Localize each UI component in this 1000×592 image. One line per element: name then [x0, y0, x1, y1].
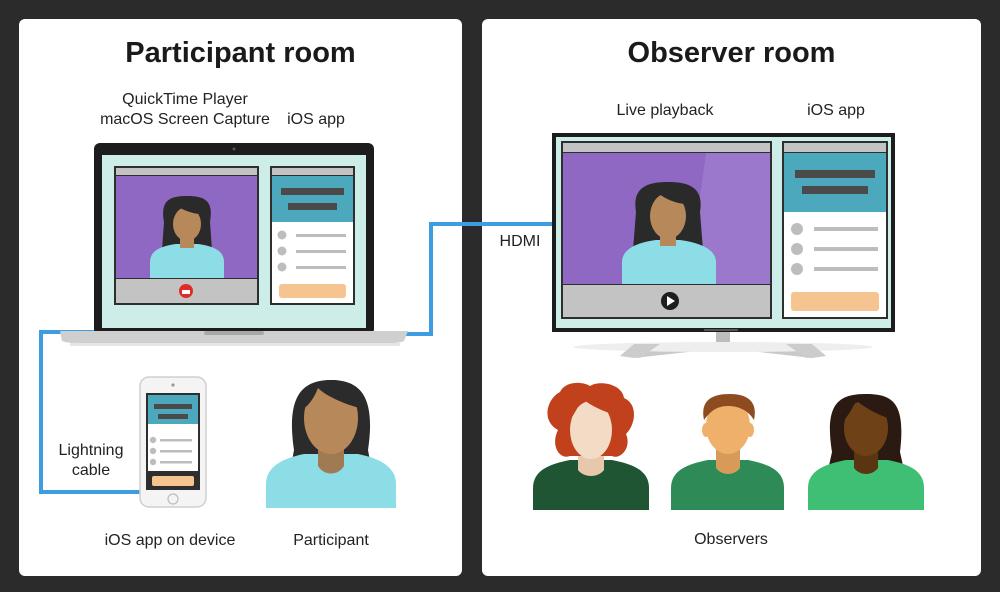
- laptop-icon: [60, 143, 408, 346]
- participant-avatar: [266, 380, 396, 508]
- observer-avatar: [671, 394, 784, 510]
- observer-room-title: Observer room: [627, 37, 836, 69]
- cable-label: cable: [71, 462, 111, 479]
- observer-avatar: [533, 382, 649, 510]
- screen-capture-label: macOS Screen Capture: [100, 111, 270, 128]
- laptop-ios-app-label: iOS app: [287, 111, 345, 128]
- hdmi-cable: [403, 222, 552, 336]
- tv-icon: [552, 133, 895, 358]
- quicktime-label: QuickTime Player: [122, 91, 248, 108]
- hdmi-label: HDMI: [499, 233, 541, 250]
- phone-icon: [139, 376, 207, 508]
- live-playback-label: Live playback: [616, 102, 714, 119]
- observers-label: Observers: [694, 531, 768, 548]
- ios-device-label: iOS app on device: [104, 532, 236, 549]
- tv-ios-app-label: iOS app: [807, 102, 865, 119]
- observer-avatar: [808, 394, 924, 510]
- participant-label: Participant: [293, 532, 369, 549]
- participant-room-title: Participant room: [125, 37, 356, 69]
- lightning-label: Lightning: [58, 442, 124, 459]
